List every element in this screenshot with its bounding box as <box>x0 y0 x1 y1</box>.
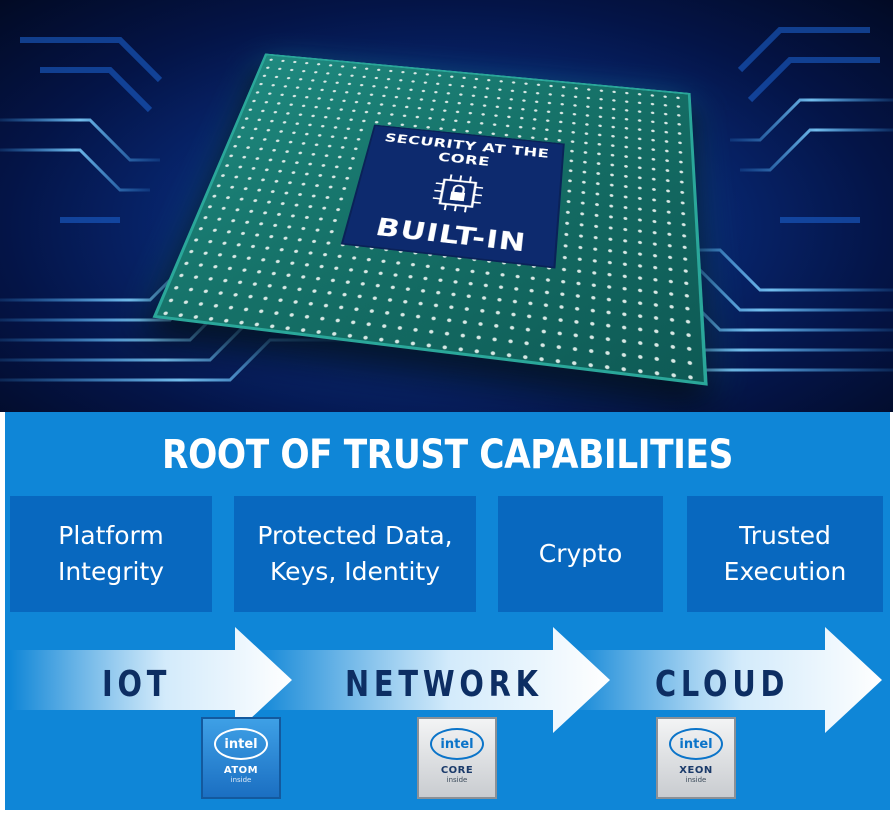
badge-product: CORE <box>440 765 474 776</box>
intel-xeon-badge: intel XEON inside <box>656 717 736 799</box>
arrow-cloud-icon <box>570 627 882 733</box>
badge-inside: inside <box>230 776 252 784</box>
stage-cloud: CLOUD <box>655 664 790 705</box>
chip-die: SECURITY AT THE CORE BUILT- <box>340 124 565 269</box>
chip-substrate: SECURITY AT THE CORE BUILT- <box>152 53 708 386</box>
intel-logo-icon: intel <box>430 728 484 760</box>
badge-inside: inside <box>685 776 707 784</box>
capability-trusted-execution: Trusted Execution <box>687 496 883 612</box>
stage-network: NETWORK <box>345 664 543 705</box>
badge-product: ATOM <box>223 765 259 776</box>
intel-core-badge: intel CORE inside <box>417 717 497 799</box>
root-of-trust-panel: ROOT OF TRUST CAPABILITIES Platform Inte… <box>5 412 890 810</box>
badge-inside: inside <box>446 776 468 784</box>
arrow-iot-icon <box>10 627 292 733</box>
intel-atom-badge: intel ATOM inside <box>201 717 281 799</box>
processor-chip: SECURITY AT THE CORE BUILT- <box>148 0 748 412</box>
circuit-board-traces <box>0 27 893 382</box>
intel-logo-icon: intel <box>214 728 268 760</box>
die-top-label: SECURITY AT THE CORE <box>383 131 550 170</box>
badge-product: XEON <box>679 765 713 776</box>
capability-platform-integrity: Platform Integrity <box>10 496 212 612</box>
arrow-network-icon <box>255 627 610 733</box>
panel-title: ROOT OF TRUST CAPABILITIES <box>162 432 733 478</box>
capability-protected-data: Protected Data, Keys, Identity <box>234 496 476 612</box>
intel-logo-icon: intel <box>669 728 723 760</box>
hero-image: SECURITY AT THE CORE BUILT- <box>0 0 893 412</box>
padlock-chip-icon <box>428 171 487 219</box>
capability-crypto: Crypto <box>498 496 663 612</box>
die-bottom-label: BUILT-IN <box>372 213 528 259</box>
stage-iot: IOT <box>102 664 172 705</box>
flow-arrows <box>10 627 882 733</box>
